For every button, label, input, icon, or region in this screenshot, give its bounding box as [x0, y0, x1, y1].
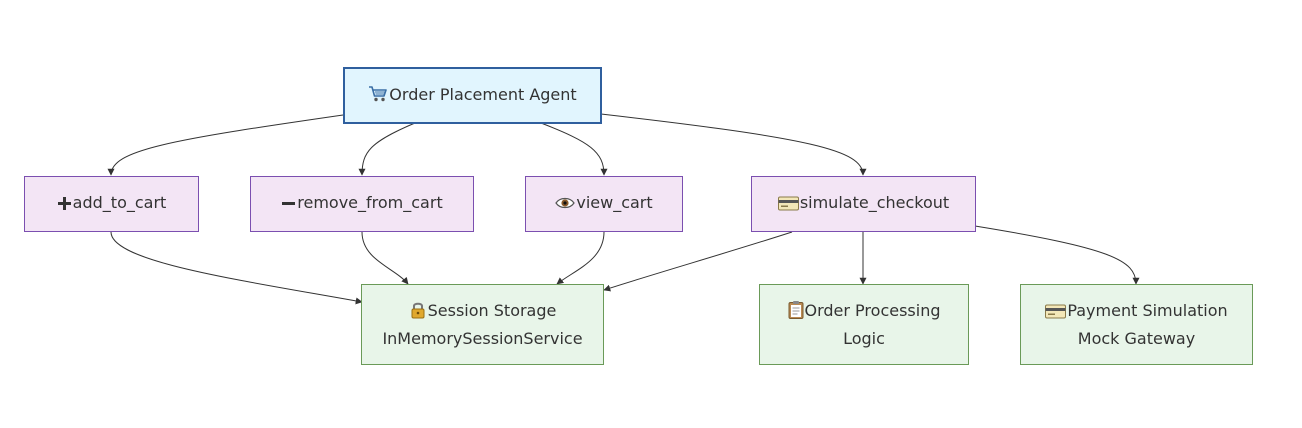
order-processing-subtitle: Logic — [843, 329, 885, 348]
session-storage-subtitle: InMemorySessionService — [382, 329, 583, 348]
edge-view-cart-to-session-storage — [556, 231, 605, 285]
edge-agent-to-remove-from-cart — [358, 122, 416, 176]
order-processing-title: Order Processing — [804, 301, 941, 320]
edge-simulate-checkout-to-session-storage — [603, 231, 793, 292]
eye-icon — [555, 193, 576, 218]
order-processing-title-line: Order Processing — [788, 298, 941, 326]
edge-agent-to-add-to-cart — [107, 114, 344, 176]
edge-simulate-checkout-to-payment-simulation — [974, 225, 1140, 285]
credit-card-icon — [777, 193, 799, 218]
edge-remove-from-cart-to-session-storage — [361, 231, 409, 285]
remove-from-cart-label-group: remove_from_cart — [281, 190, 443, 218]
payment-simulation-label-group: Payment Simulation Mock Gateway — [1045, 298, 1228, 351]
add-to-cart-node: add_to_cart — [24, 176, 199, 232]
payment-simulation-title-line: Payment Simulation — [1045, 298, 1228, 326]
edge-add-to-cart-to-session-storage — [110, 231, 363, 305]
add-to-cart-label-group: add_to_cart — [57, 190, 167, 218]
payment-simulation-node: Payment Simulation Mock Gateway — [1020, 284, 1253, 365]
order-placement-agent-label: Order Placement Agent — [389, 84, 577, 104]
session-storage-title: Session Storage — [427, 301, 557, 320]
order-processing-node: Order Processing Logic — [759, 284, 969, 365]
order-processing-label-group: Order Processing Logic — [788, 298, 941, 351]
payment-simulation-subtitle: Mock Gateway — [1077, 329, 1196, 348]
simulate-checkout-label-group: simulate_checkout — [777, 190, 950, 218]
session-storage-node: Session Storage InMemorySessionService — [361, 284, 604, 365]
simulate-checkout-node: simulate_checkout — [751, 176, 976, 232]
clipboard-icon — [788, 300, 804, 326]
edge-agent-to-simulate-checkout — [600, 113, 867, 176]
plus-icon — [57, 193, 72, 218]
remove-from-cart-label: remove_from_cart — [297, 193, 443, 212]
credit-card-icon — [1045, 301, 1067, 326]
view-cart-label: view_cart — [576, 193, 653, 212]
payment-simulation-title: Payment Simulation — [1067, 301, 1228, 320]
view-cart-label-group: view_cart — [555, 190, 653, 218]
edge-agent-to-view-cart — [540, 122, 608, 176]
shopping-cart-icon — [368, 85, 388, 110]
session-storage-title-line: Session Storage — [382, 298, 582, 326]
lock-icon — [409, 301, 427, 326]
order-placement-agent-node: Order Placement Agent — [343, 67, 602, 124]
minus-icon — [281, 193, 296, 218]
order-placement-agent-label-group: Order Placement Agent — [368, 82, 577, 110]
simulate-checkout-label: simulate_checkout — [799, 193, 950, 212]
add-to-cart-label: add_to_cart — [72, 193, 167, 212]
view-cart-node: view_cart — [525, 176, 683, 232]
session-storage-label-group: Session Storage InMemorySessionService — [382, 298, 582, 351]
remove-from-cart-node: remove_from_cart — [250, 176, 474, 232]
